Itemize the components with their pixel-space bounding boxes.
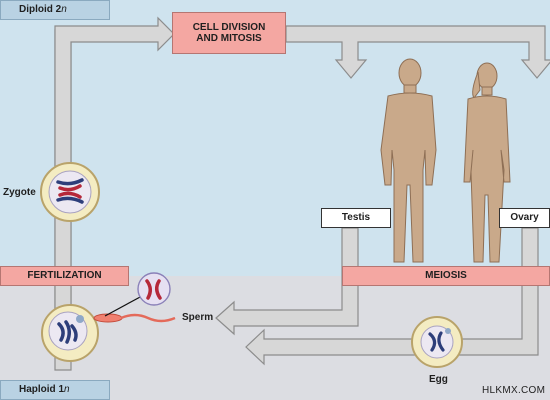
fertilized-egg-icon [41, 304, 99, 362]
meiosis-box: MEIOSIS [342, 266, 550, 286]
cell-division-box: CELL DIVISION AND MITOSIS [172, 12, 286, 54]
zygote-cell-icon [40, 162, 100, 222]
cell-division-line2: AND MITOSIS [196, 33, 262, 44]
haploid-zone-text: Haploid 1 [19, 384, 65, 396]
egg-label: Egg [429, 374, 448, 385]
ovary-to-egg-arrow [245, 227, 539, 366]
zygote-label: Zygote [3, 187, 36, 198]
ovary-label: Ovary [499, 208, 550, 228]
fertilization-box: FERTILIZATION [0, 266, 129, 286]
diploid-zone-symbol: n [61, 4, 67, 16]
sperm-label: Sperm [182, 312, 214, 323]
testis-label: Testis [321, 208, 391, 228]
sperm-icon [93, 272, 176, 323]
haploid-zone-symbol: n [64, 384, 70, 396]
female-silhouette [463, 62, 511, 263]
watermark: HLKMX.COM [482, 385, 546, 396]
male-silhouette [380, 58, 437, 263]
cell-division-line1: CELL DIVISION [192, 21, 266, 33]
testis-to-sperm-arrow [215, 227, 359, 336]
diploid-zone-text: Diploid 2 [19, 4, 62, 16]
egg-icon [411, 316, 463, 368]
